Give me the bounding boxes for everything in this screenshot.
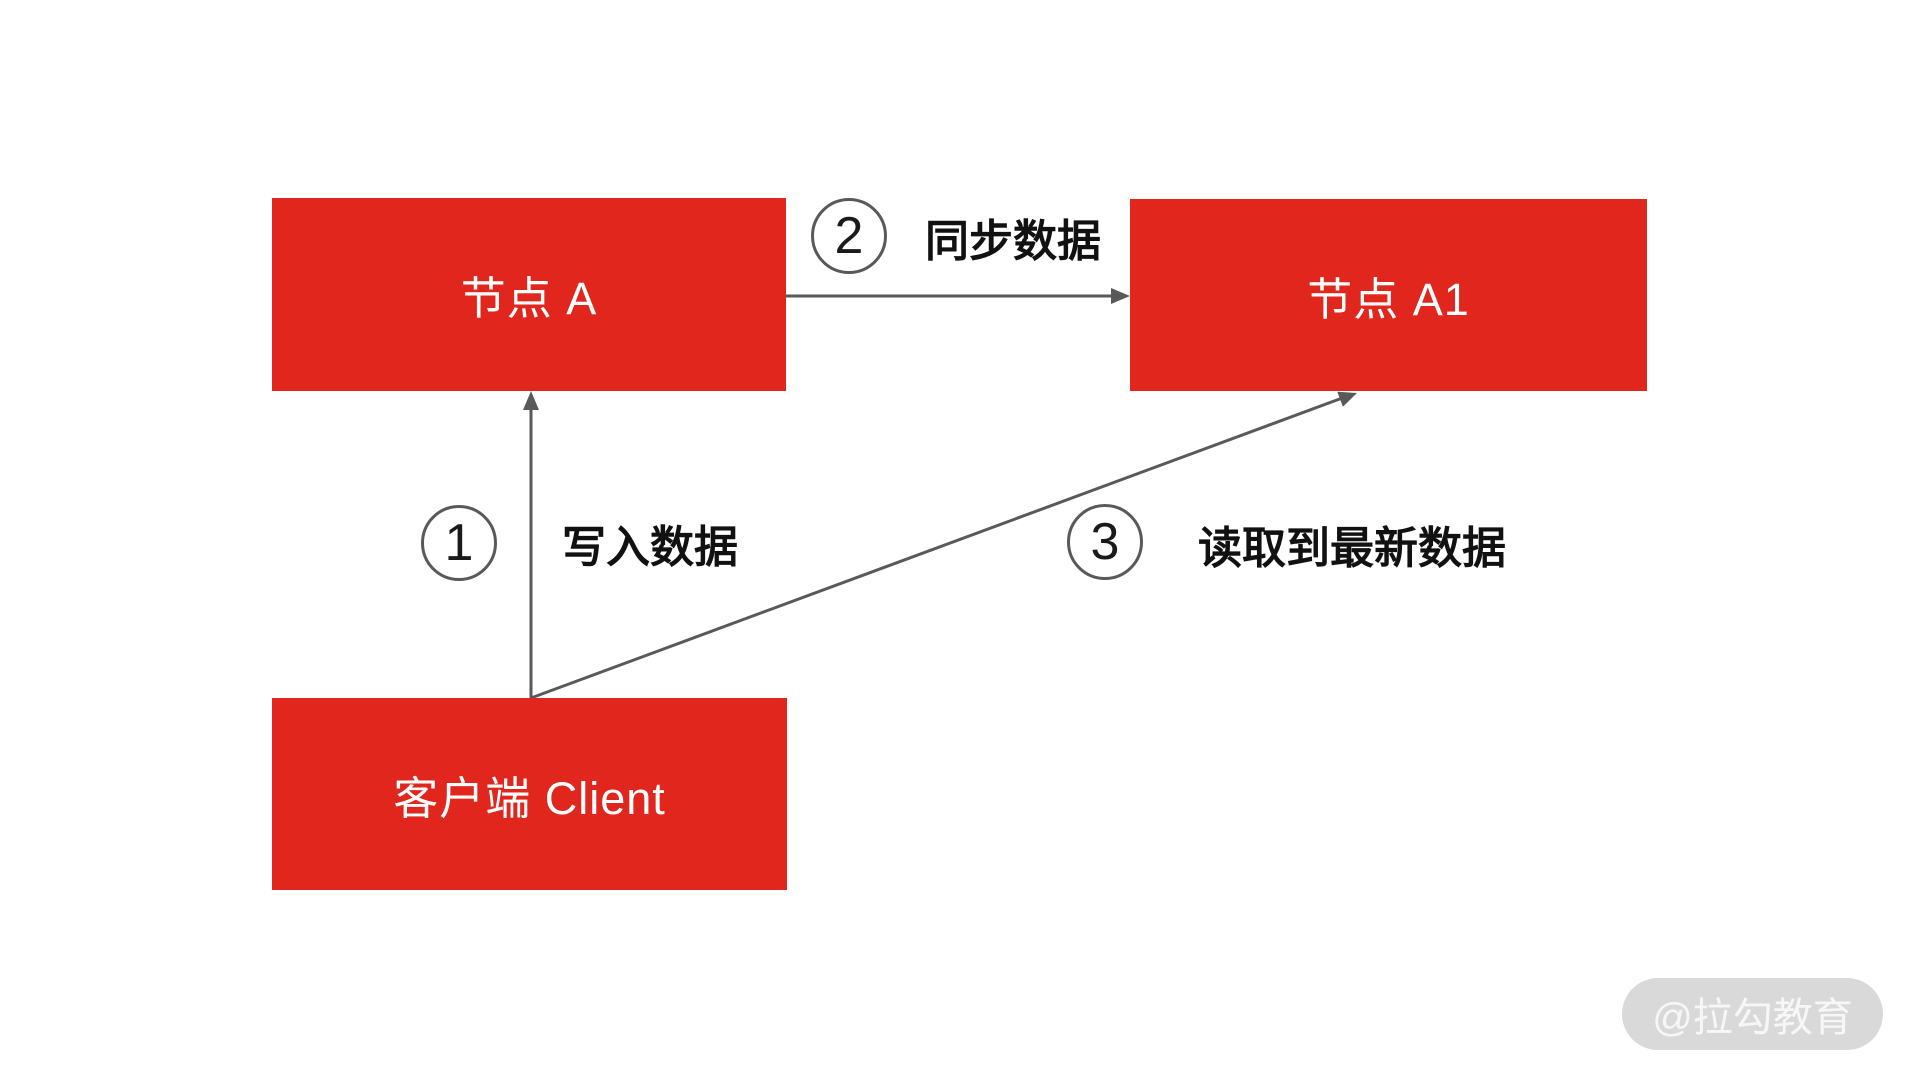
node-a-label: 节点 A	[460, 273, 598, 324]
client-box: 客户端 Client	[272, 698, 787, 890]
step-2-number: 2	[834, 207, 864, 265]
node-a1-box: 节点 A1	[1130, 199, 1647, 391]
step-3-number: 3	[1090, 513, 1120, 571]
step-2-badge: 2	[811, 198, 887, 274]
watermark-text: @拉勾教育	[1652, 996, 1853, 1040]
step-2-label: 同步数据	[925, 217, 1101, 266]
sync-arrowhead-icon	[1111, 288, 1130, 304]
step-1-label: 写入数据	[562, 523, 738, 572]
step-3-label: 读取到最新数据	[1198, 524, 1506, 573]
watermark-badge: @拉勾教育	[1622, 978, 1883, 1050]
node-a1-label: 节点 A1	[1307, 273, 1470, 325]
read-arrow-line	[530, 395, 1346, 700]
client-label: 客户端 Client	[393, 772, 666, 824]
step-3-badge: 3	[1067, 504, 1143, 580]
step-1-number: 1	[444, 514, 474, 572]
step-1-badge: 1	[421, 505, 497, 581]
read-arrowhead-icon	[1337, 391, 1357, 407]
node-a-box: 节点 A	[272, 198, 786, 391]
write-arrowhead-icon	[523, 391, 539, 410]
